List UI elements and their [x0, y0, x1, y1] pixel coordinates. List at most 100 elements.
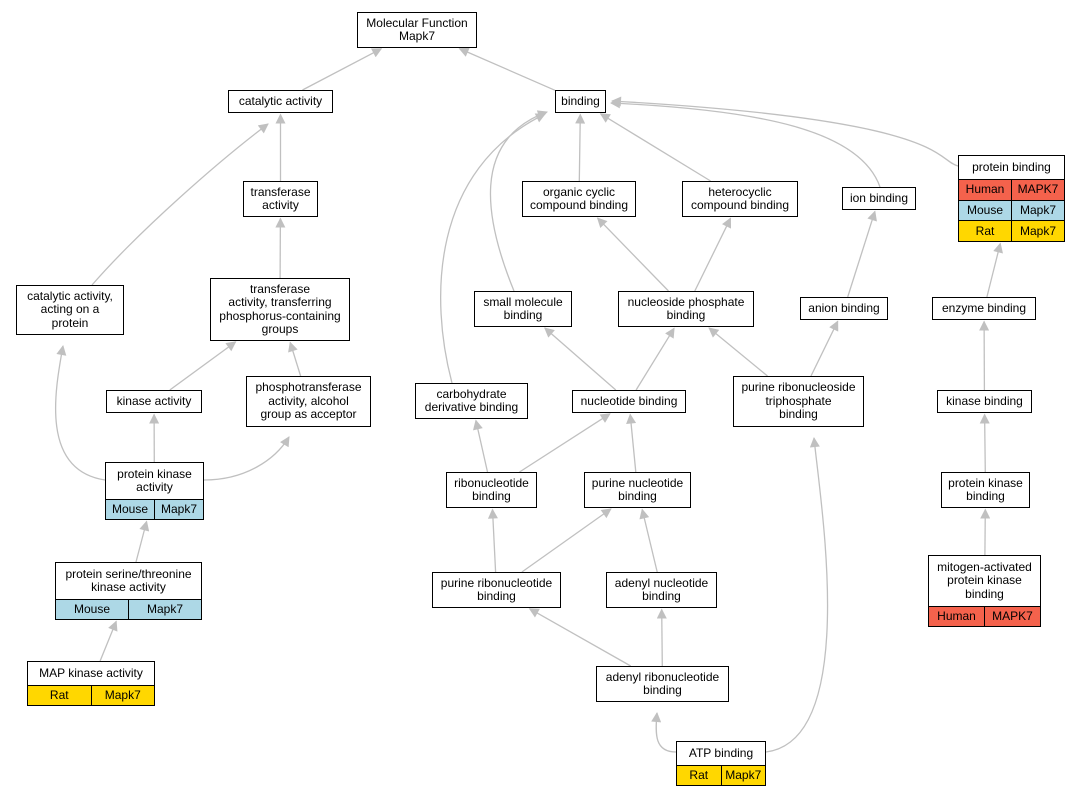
go-term-nucleotide-binding[interactable]: nucleotide binding: [572, 390, 686, 413]
go-term-nucleoside-phosphate[interactable]: nucleoside phosphate binding: [618, 291, 754, 327]
edge-small-molecule-to-binding: [489, 110, 548, 292]
go-term-heterocyclic[interactable]: heterocyclic compound binding: [682, 181, 798, 217]
go-term-purine-ribonucleoside-tp[interactable]: purine ribonucleoside triphosphate bindi…: [733, 376, 864, 427]
term-label: adenyl ribonucleotide binding: [605, 669, 720, 697]
go-term-purine-ribonucleotide[interactable]: purine ribonucleotide binding: [432, 572, 561, 608]
species-cell: Mouse: [73, 602, 111, 616]
go-term-enzyme-binding[interactable]: enzyme binding: [932, 297, 1036, 320]
edge-ser-thr-kinase-to-protein-kinase-activity: [135, 520, 150, 563]
edge-adenyl-ribonucleotide-to-adenyl-nucleotide: [656, 608, 667, 667]
term-label: Molecular Function Mapk7: [366, 15, 468, 43]
species-row: Mouse Mapk7: [56, 599, 201, 619]
edge-purine-ribonucleoside-tp-to-nucleoside-phosphate: [708, 327, 768, 377]
species-cell: Rat: [49, 688, 69, 702]
gene-cell: MAPK7: [1011, 180, 1064, 200]
term-label: ion binding: [849, 190, 909, 205]
go-term-organic-cyclic[interactable]: organic cyclic compound binding: [522, 181, 636, 217]
edge-catalytic-to-mf: [302, 48, 383, 91]
go-term-transferase-p[interactable]: transferase activity, transferring phosp…: [210, 278, 350, 341]
term-label: transferase activity, transferring phosp…: [219, 281, 341, 336]
gene-cell: Mapk7: [154, 500, 203, 519]
edge-adenyl-nucleotide-to-purine-nucleotide: [639, 508, 658, 573]
go-term-kinase-activity[interactable]: kinase activity: [106, 390, 202, 413]
term-label: protein kinase activity: [117, 466, 192, 494]
term-label: MAP kinase activity: [39, 665, 143, 680]
edge-anion-binding-to-ion-binding: [847, 210, 877, 298]
edge-purine-nucleotide-to-nucleotide-binding: [626, 413, 637, 473]
edge-protein-kinase-activity-to-catalytic-protein: [55, 345, 106, 481]
go-term-mf[interactable]: Molecular Function Mapk7: [357, 12, 477, 48]
term-label: kinase binding: [946, 393, 1023, 408]
term-label: catalytic activity, acting on a protein: [27, 288, 113, 330]
go-term-kinase-binding[interactable]: kinase binding: [937, 390, 1032, 413]
go-term-phosphotransferase[interactable]: phosphotransferase activity, alcohol gro…: [246, 376, 371, 427]
term-label: protein binding: [972, 159, 1051, 174]
edge-enzyme-binding-to-protein-binding: [986, 242, 1003, 298]
term-label: adenyl nucleotide binding: [614, 575, 709, 603]
edge-purine-ribonucleotide-to-purine-nucleotide: [521, 508, 612, 573]
term-label: nucleoside phosphate binding: [627, 294, 745, 322]
species-cell: Human: [965, 182, 1005, 197]
go-term-catalytic-protein[interactable]: catalytic activity, acting on a protein: [16, 285, 124, 335]
term-label: ribonucleotide binding: [454, 475, 529, 503]
species-cell: Mouse: [966, 202, 1004, 217]
go-term-protein-kinase-binding[interactable]: protein kinase binding: [941, 472, 1030, 508]
go-term-ser-thr-kinase[interactable]: protein serine/threonine kinase activity…: [55, 562, 202, 620]
go-term-carbohydrate[interactable]: carbohydrate derivative binding: [415, 383, 528, 419]
edge-nucleotide-binding-to-small-molecule: [544, 327, 617, 391]
term-label: protein serine/threonine kinase activity: [65, 566, 192, 594]
go-term-binding[interactable]: binding: [555, 90, 606, 113]
term-label: organic cyclic compound binding: [529, 184, 629, 212]
term-label: enzyme binding: [941, 300, 1027, 315]
edge-heterocyclic-to-binding: [599, 113, 711, 182]
term-label: catalytic activity: [238, 93, 323, 108]
species-cell: Rat: [975, 223, 995, 238]
go-term-ribonucleotide[interactable]: ribonucleotide binding: [446, 472, 537, 508]
go-term-purine-nucleotide[interactable]: purine nucleotide binding: [584, 472, 691, 508]
go-term-ion-binding[interactable]: ion binding: [842, 187, 916, 210]
edge-ribonucleotide-to-carbohydrate: [472, 419, 489, 473]
edge-phosphotransferase-to-transferase-p: [288, 341, 302, 377]
go-term-adenyl-nucleotide[interactable]: adenyl nucleotide binding: [606, 572, 717, 608]
term-label: protein kinase binding: [948, 475, 1023, 503]
edge-purine-ribonucleoside-tp-to-anion-binding: [810, 320, 839, 377]
go-term-anion-binding[interactable]: anion binding: [800, 297, 888, 320]
edge-protein-binding-to-binding: [611, 96, 959, 167]
term-label: mitogen-activated protein kinase binding: [937, 559, 1032, 601]
edge-atp-binding-to-adenyl-ribonucleotide: [651, 712, 677, 753]
edge-organic-cyclic-to-binding: [575, 113, 586, 182]
species-row: Rat Mapk7: [959, 220, 1064, 241]
term-label: purine nucleotide binding: [591, 475, 684, 503]
term-label: phosphotransferase activity, alcohol gro…: [255, 380, 362, 422]
term-label: transferase activity: [250, 184, 311, 212]
gene-cell: Mapk7: [1011, 221, 1064, 241]
go-term-mapk-binding[interactable]: mitogen-activated protein kinase binding…: [928, 555, 1041, 627]
gene-cell: Mapk7: [720, 766, 766, 785]
edge-atp-binding-to-purine-ribonucleoside-tp: [765, 437, 829, 753]
edge-catalytic-protein-to-catalytic: [91, 123, 269, 286]
term-label: purine ribonucleotide binding: [440, 575, 553, 603]
species-row: Human MAPK7: [959, 179, 1064, 200]
term-label: carbohydrate derivative binding: [424, 386, 519, 414]
go-term-adenyl-ribonucleotide[interactable]: adenyl ribonucleotide binding: [596, 666, 729, 702]
go-term-small-molecule[interactable]: small molecule binding: [474, 291, 572, 327]
edge-map-kinase-activity-to-ser-thr-kinase: [99, 620, 118, 662]
gene-cell: Mapk7: [128, 600, 201, 619]
term-label: small molecule binding: [483, 294, 563, 322]
term-label: ATP binding: [688, 745, 754, 760]
term-label: purine ribonucleoside triphosphate bindi…: [741, 380, 856, 422]
edge-protein-kinase-binding-to-kinase-binding: [979, 413, 990, 473]
go-term-catalytic[interactable]: catalytic activity: [228, 90, 333, 113]
go-term-transferase[interactable]: transferase activity: [243, 181, 318, 217]
edge-nucleoside-phosphate-to-heterocyclic: [694, 217, 732, 292]
edge-ribonucleotide-to-nucleotide-binding: [519, 413, 611, 473]
edge-adenyl-ribonucleotide-to-purine-ribonucleotide: [528, 608, 632, 667]
